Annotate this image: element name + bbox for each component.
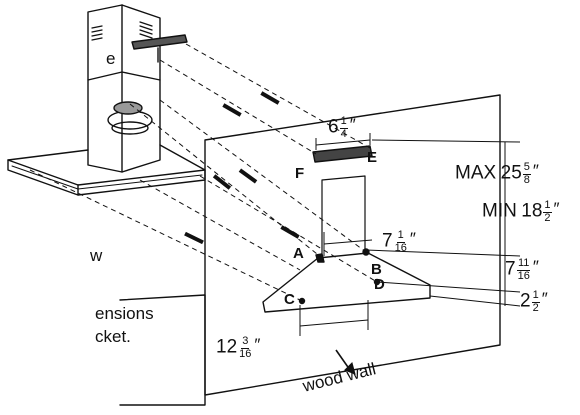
clipped-text-3: ensions	[95, 304, 154, 323]
clipped-text-2: w	[90, 246, 103, 265]
point-a-label: A	[293, 245, 304, 262]
point-f-label: F	[295, 165, 305, 182]
hood-canopy	[7, 144, 206, 186]
point-c-label: C	[284, 291, 295, 308]
bracket-post	[321, 175, 366, 259]
point-e-label: E	[367, 149, 378, 166]
clipped-text-4: cket.	[95, 327, 131, 346]
clipped-text-1: e	[106, 49, 116, 68]
point-b-label: B	[371, 261, 382, 278]
wall-panel	[204, 94, 501, 396]
top-bracket	[312, 145, 373, 163]
point-d-label: D	[374, 276, 385, 293]
